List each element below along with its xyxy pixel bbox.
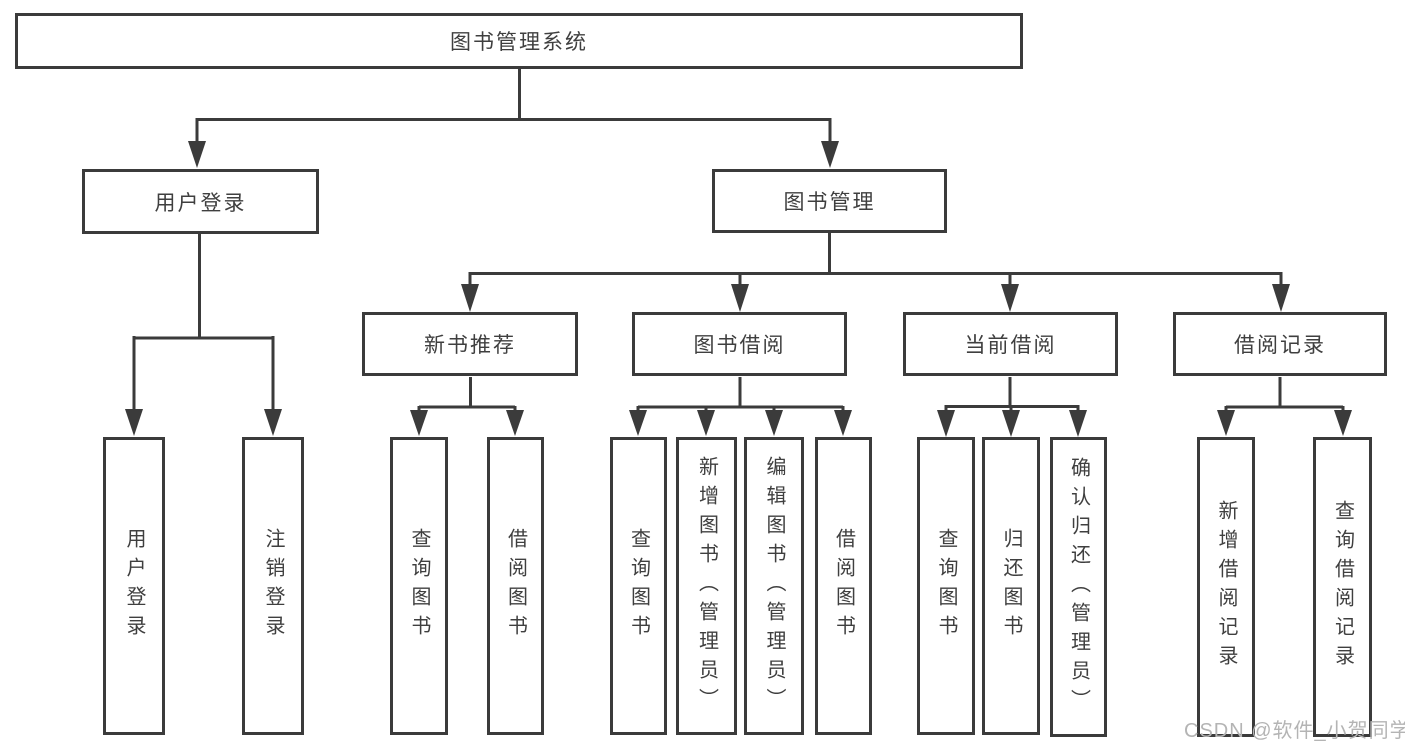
leaf-logout: 注销登录 (242, 437, 304, 735)
leaf-user-login: 用户登录 (103, 437, 165, 735)
leaf-return-books-label: 归还图书 (1000, 528, 1022, 644)
leaf-borrow-books-recommend-label: 借阅图书 (504, 528, 527, 644)
leaf-confirm-return-admin-label: 确认归还（管理员） (1067, 456, 1090, 718)
node-book-management: 图书管理 (712, 169, 947, 233)
leaf-query-books-recommend: 查询图书 (390, 437, 448, 735)
leaf-query-borrow-record: 查询借阅记录 (1313, 437, 1372, 737)
leaf-query-books-current: 查询图书 (917, 437, 975, 735)
leaf-borrow-books-label: 借阅图书 (832, 528, 855, 644)
leaf-query-books-borrow: 查询图书 (610, 437, 667, 735)
leaf-add-books-admin-label: 新增图书（管理员） (695, 455, 718, 717)
node-root: 图书管理系统 (15, 13, 1023, 69)
leaf-borrow-books: 借阅图书 (815, 437, 872, 735)
node-user-login: 用户登录 (82, 169, 319, 234)
csdn-watermark: CSDN @软件_小贺同学 (1184, 720, 1405, 742)
leaf-query-books-borrow-label: 查询图书 (627, 528, 650, 644)
node-book-borrow-label: 图书借阅 (693, 334, 786, 357)
leaf-query-books-current-label: 查询图书 (935, 528, 957, 644)
node-borrow-records: 借阅记录 (1173, 312, 1387, 376)
node-book-management-label: 图书管理 (783, 191, 876, 214)
leaf-add-borrow-record: 新增借阅记录 (1197, 437, 1255, 737)
leaf-logout-label: 注销登录 (262, 528, 284, 644)
node-new-book-recommend-label: 新书推荐 (424, 334, 516, 357)
node-new-book-recommend: 新书推荐 (362, 312, 578, 376)
node-root-label: 图书管理系统 (450, 31, 588, 54)
node-current-borrow-label: 当前借阅 (964, 334, 1057, 357)
leaf-query-books-recommend-label: 查询图书 (408, 528, 430, 644)
leaf-user-login-label: 用户登录 (123, 528, 145, 644)
node-user-login-label: 用户登录 (154, 191, 247, 215)
leaf-borrow-books-recommend: 借阅图书 (487, 437, 544, 735)
leaf-edit-books-admin-label: 编辑图书（管理员） (763, 455, 785, 717)
leaf-add-borrow-record-label: 新增借阅记录 (1215, 500, 1237, 674)
leaf-confirm-return-admin: 确认归还（管理员） (1050, 437, 1107, 737)
node-borrow-records-label: 借阅记录 (1234, 334, 1326, 357)
leaf-add-books-admin: 新增图书（管理员） (676, 437, 737, 735)
leaf-edit-books-admin: 编辑图书（管理员） (744, 437, 804, 735)
node-current-borrow: 当前借阅 (903, 312, 1118, 376)
leaf-query-borrow-record-label: 查询借阅记录 (1331, 500, 1354, 674)
leaf-return-books: 归还图书 (982, 437, 1040, 735)
node-book-borrow: 图书借阅 (632, 312, 847, 376)
